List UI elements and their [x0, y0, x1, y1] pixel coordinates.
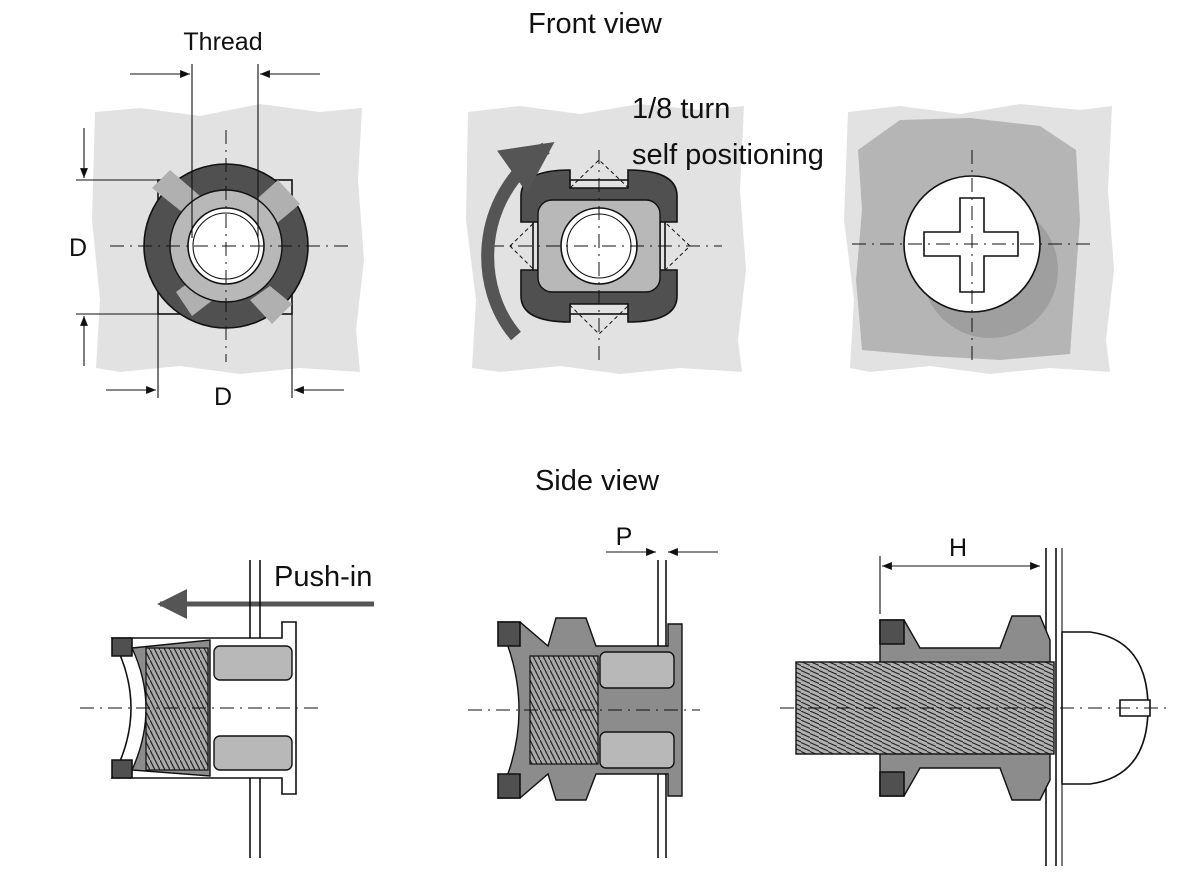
- thread-label: Thread: [183, 28, 262, 56]
- d-vertical-label: D: [69, 234, 87, 262]
- front-view-title: Front view: [528, 8, 663, 40]
- side-view-title: Side view: [535, 465, 660, 497]
- side-view-1: Push-in: [80, 560, 374, 858]
- internal-thread-1: [145, 647, 209, 771]
- d-horizontal-label: D: [214, 383, 232, 411]
- side-view-2: P: [468, 523, 718, 858]
- turn-label-line1: 1/8 turn: [632, 93, 730, 125]
- side-view-3: H: [780, 534, 1170, 866]
- rotation-arrow: [481, 142, 555, 341]
- front-view-2: 1/8 turn self positioning: [466, 93, 824, 374]
- front-view-1: Thread D D: [69, 28, 364, 411]
- front-view-3: [844, 104, 1114, 374]
- p-label: P: [616, 523, 633, 551]
- phillips-cross-icon: [923, 197, 1019, 293]
- push-in-label: Push-in: [274, 561, 372, 593]
- h-label: H: [949, 534, 967, 562]
- turn-label-line2: self positioning: [632, 139, 824, 171]
